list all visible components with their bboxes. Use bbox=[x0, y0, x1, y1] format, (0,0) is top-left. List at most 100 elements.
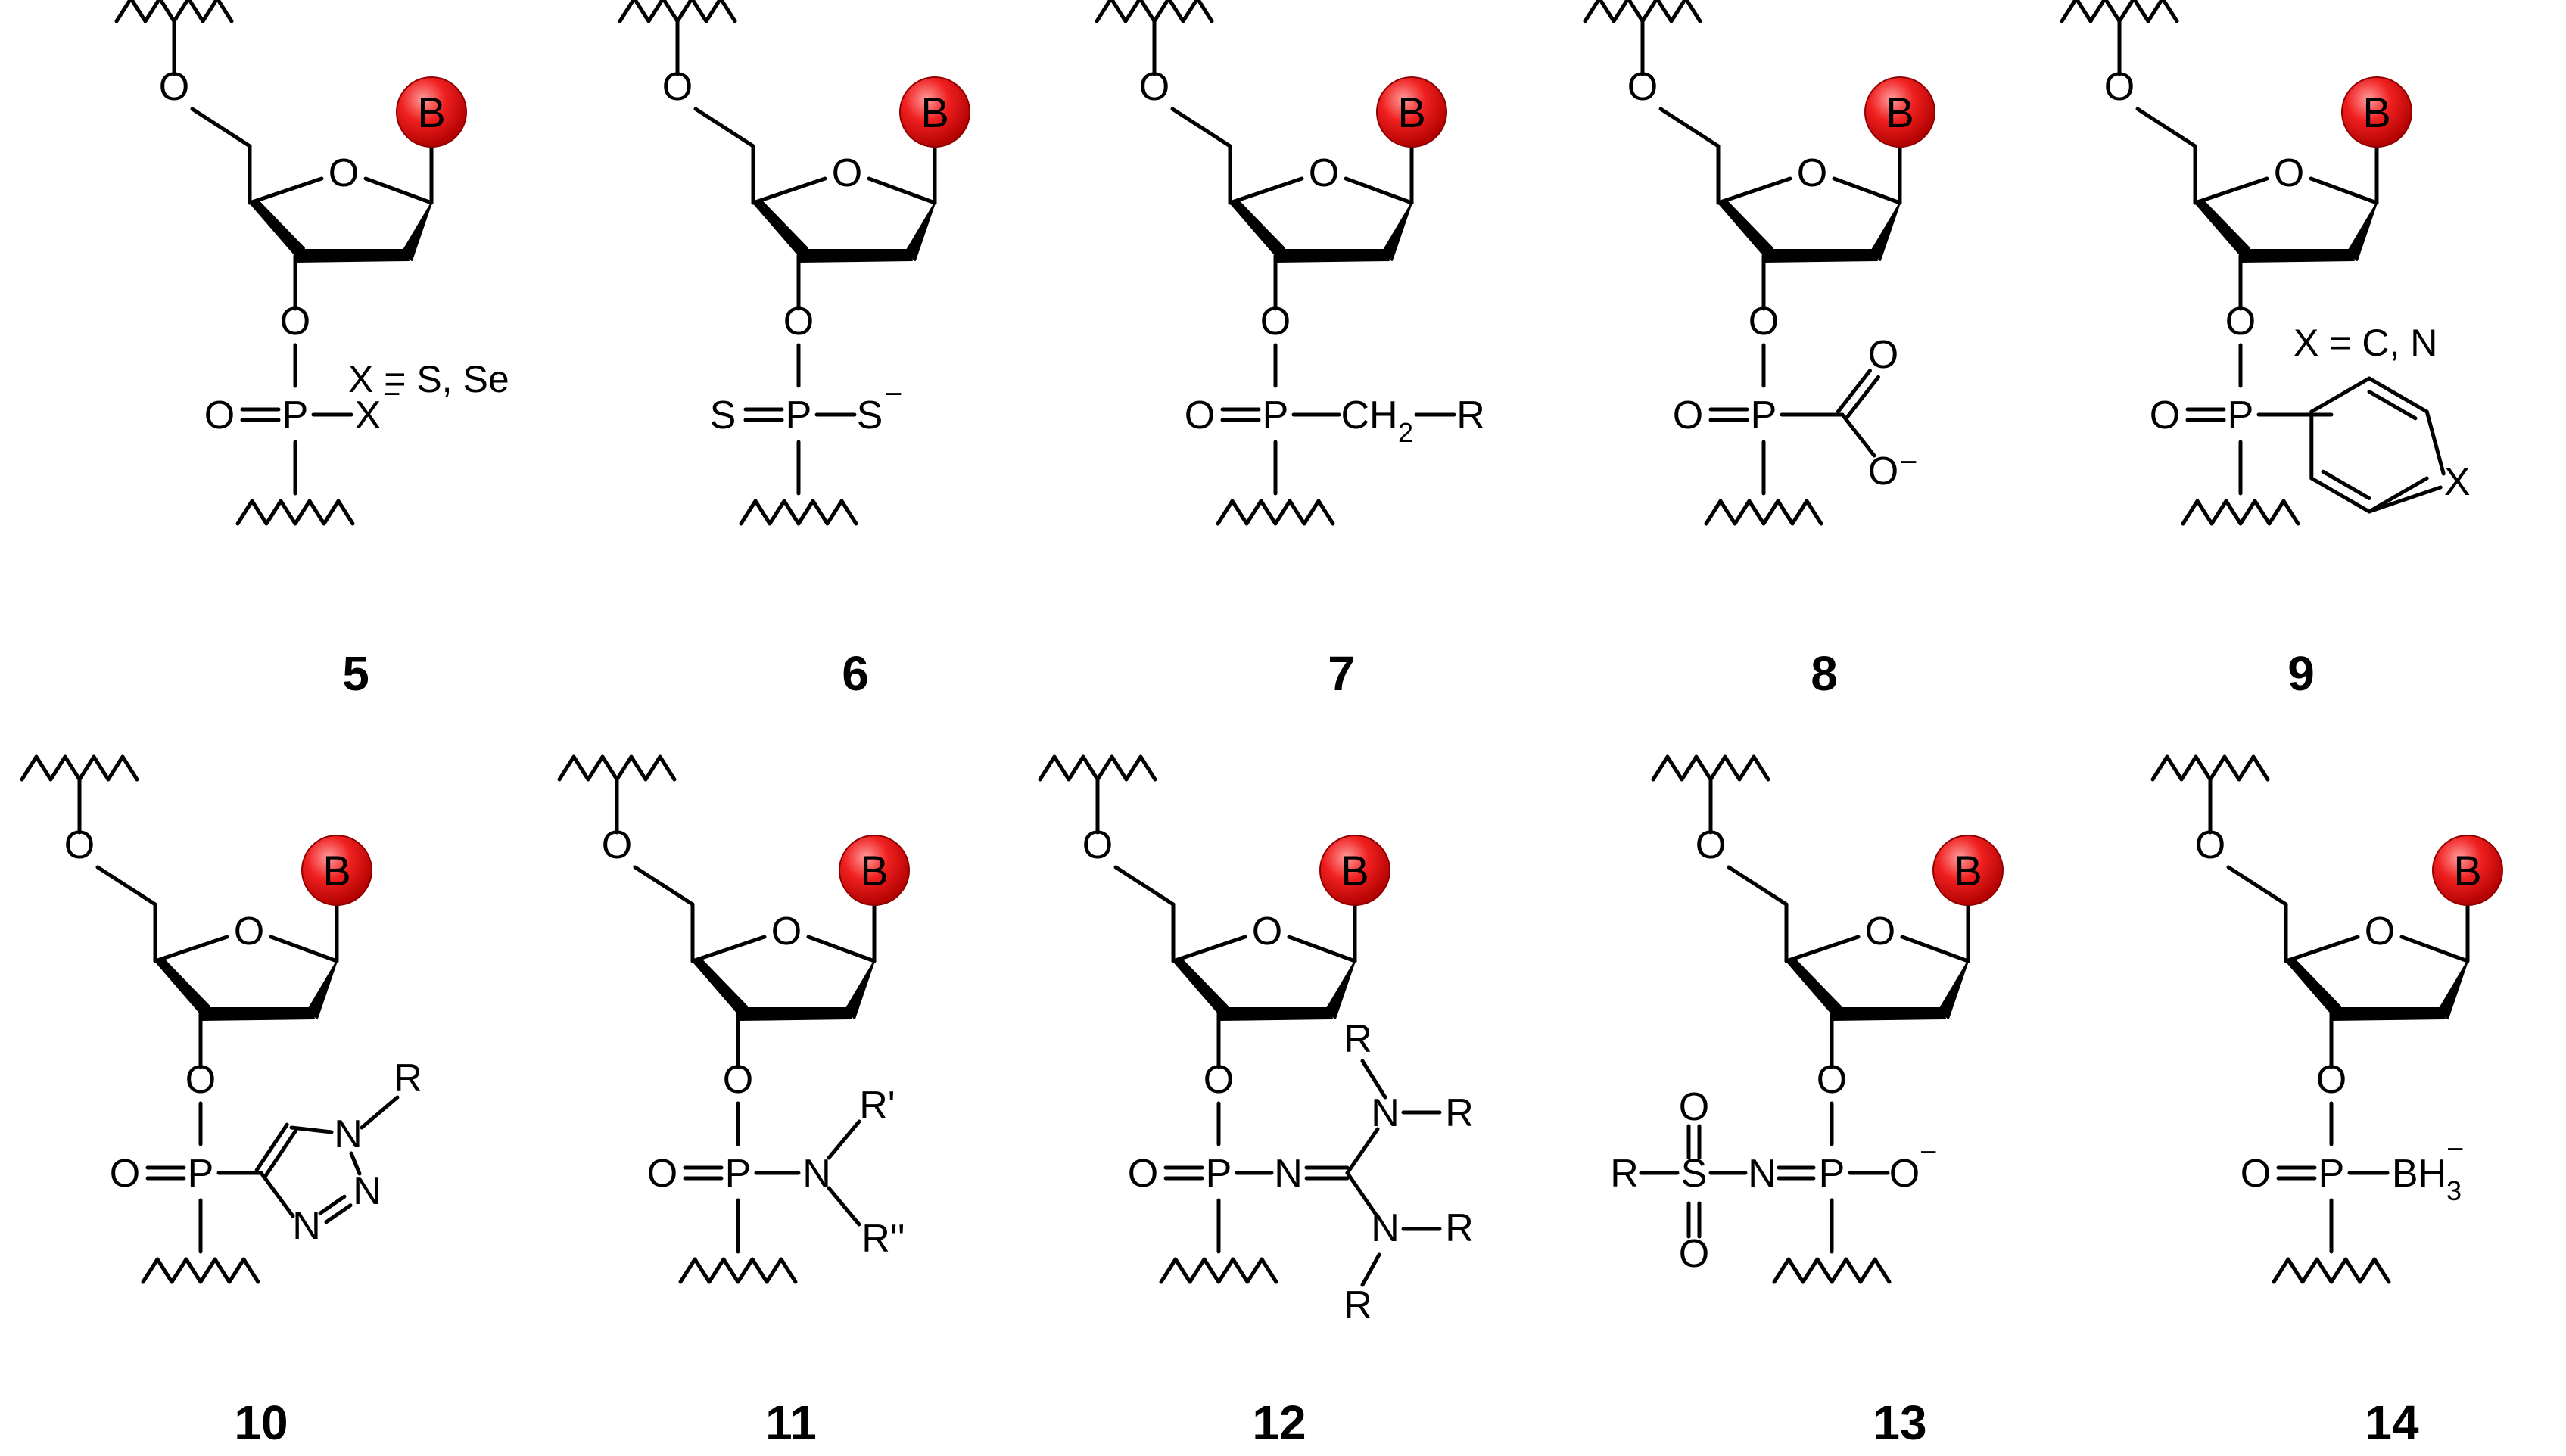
bond-c-o bbox=[1840, 412, 1876, 458]
atom-o3: O bbox=[2225, 300, 2256, 344]
bond-o4-c1 bbox=[269, 935, 339, 963]
wavy-bond-5prime bbox=[557, 754, 677, 782]
wavy-bond-3prime bbox=[2272, 1257, 2391, 1284]
atom-carbonyl-o: O bbox=[1868, 333, 1898, 377]
triazole-bond bbox=[259, 1171, 295, 1218]
atom-p: P bbox=[1751, 394, 1777, 437]
atom-n: N bbox=[802, 1152, 831, 1196]
wedge-c3-c4 bbox=[1786, 957, 1842, 1018]
bond-c4-o4 bbox=[248, 176, 324, 205]
atom-x: X bbox=[355, 394, 381, 437]
bond-o4-c1 bbox=[1900, 935, 1970, 963]
wedge-c3-c4 bbox=[1172, 957, 1229, 1018]
wavy-bond-3prime bbox=[1216, 499, 1335, 526]
nucleobase-label: B bbox=[2362, 89, 2390, 136]
atom-o5: O bbox=[1696, 823, 1726, 867]
bond-o5-c5 bbox=[693, 107, 755, 148]
atom-p: P bbox=[1206, 1152, 1232, 1196]
charge-minus: − bbox=[383, 378, 400, 411]
charge-minus: − bbox=[1920, 1136, 1937, 1169]
bond-n-r2 bbox=[827, 1186, 861, 1227]
ring-bond bbox=[2309, 376, 2371, 414]
wedge-c2-c3 bbox=[1275, 249, 1390, 263]
atom-p: P bbox=[188, 1152, 214, 1196]
ring-double-bond bbox=[2367, 390, 2418, 421]
atom-o4: O bbox=[234, 910, 264, 954]
bond-o5-c5 bbox=[190, 107, 252, 148]
nucleobase-label: B bbox=[1954, 847, 1982, 894]
bond-o5-c5 bbox=[1727, 865, 1789, 907]
wedge-c2-c3 bbox=[798, 249, 913, 263]
atom-p: P bbox=[1263, 394, 1289, 437]
atom-p: P bbox=[282, 394, 309, 437]
bond-o4-c1 bbox=[2399, 935, 2470, 963]
atom-r: R bbox=[1610, 1152, 1639, 1196]
triazole-double-bond bbox=[263, 1128, 298, 1178]
atom-s: S bbox=[1681, 1152, 1708, 1196]
atom-o5: O bbox=[1627, 65, 1658, 109]
wedge-c3-c4 bbox=[249, 199, 305, 260]
subscript-3: 3 bbox=[2446, 1175, 2462, 1206]
atom-o4: O bbox=[329, 151, 359, 195]
nucleobase-label: B bbox=[1886, 89, 1914, 136]
bond-c4-o4 bbox=[153, 935, 229, 963]
atom-r: R bbox=[1344, 1283, 1372, 1327]
bond-n-r1 bbox=[827, 1119, 861, 1160]
triazole-bond bbox=[289, 1125, 334, 1134]
atom-ch2: CH bbox=[1341, 394, 1397, 437]
charge-minus: − bbox=[1900, 446, 1917, 479]
atom-o3: O bbox=[2316, 1058, 2346, 1102]
atom-n-bottom: N bbox=[1371, 1206, 1400, 1250]
wavy-bond-3prime bbox=[739, 499, 858, 526]
atom-oxo-o: O bbox=[204, 394, 235, 437]
bond-c-n-bottom bbox=[1345, 1171, 1380, 1219]
wavy-bond-3prime bbox=[2181, 499, 2300, 526]
nucleobase-circle bbox=[899, 76, 970, 148]
wedge-c2-c3 bbox=[2240, 249, 2355, 263]
compound-number-8: 8 bbox=[1811, 646, 1838, 701]
nucleobase-label: B bbox=[1341, 847, 1369, 894]
charge-minus: − bbox=[885, 378, 902, 411]
atom-o5: O bbox=[64, 823, 95, 867]
atom-sulfonyl-o: O bbox=[1679, 1085, 1709, 1129]
atom-o3: O bbox=[1749, 300, 1779, 344]
nucleobase-label: B bbox=[322, 847, 350, 894]
bond-o4-c1 bbox=[363, 176, 434, 205]
atom-o4: O bbox=[1252, 910, 1282, 954]
bond-o4-c1 bbox=[2309, 176, 2379, 205]
nucleobase-circle bbox=[839, 835, 910, 906]
atom-r: R bbox=[1445, 1091, 1474, 1135]
bond-o4-c1 bbox=[1287, 935, 1357, 963]
atom-o5: O bbox=[662, 65, 693, 109]
nucleobase-circle bbox=[1319, 835, 1390, 906]
atom-thiolate-s: S bbox=[857, 394, 883, 437]
bond-o4-c1 bbox=[806, 935, 877, 963]
nucleobase-circle bbox=[1376, 76, 1447, 148]
atom-triazole-n2: N bbox=[353, 1169, 381, 1213]
atom-triazole-n3: N bbox=[292, 1204, 321, 1248]
compound-number-14: 14 bbox=[2365, 1395, 2419, 1450]
atom-o5: O bbox=[1139, 65, 1169, 109]
ring-double-bond bbox=[2321, 469, 2371, 500]
note-compound-9: X = C, N bbox=[2294, 322, 2437, 364]
atom-p: P bbox=[786, 394, 812, 437]
nucleobase-label: B bbox=[860, 847, 888, 894]
atom-o4: O bbox=[771, 910, 802, 954]
atom-o3: O bbox=[723, 1058, 753, 1102]
wavy-bond-3prime bbox=[1772, 1257, 1892, 1284]
bond-c4-o4 bbox=[1228, 176, 1304, 205]
atom-p: P bbox=[2318, 1152, 2345, 1196]
bond-o5-c5 bbox=[1113, 865, 1176, 907]
atom-r: R bbox=[1456, 394, 1485, 437]
atom-o4: O bbox=[1309, 151, 1339, 195]
bond-c4-o4 bbox=[2193, 176, 2269, 205]
wavy-bond-5prime bbox=[618, 0, 737, 23]
atom-n-imine: N bbox=[1274, 1152, 1303, 1196]
atom-carboxylate-o: O bbox=[1868, 450, 1898, 493]
wavy-bond-5prime bbox=[20, 754, 139, 782]
